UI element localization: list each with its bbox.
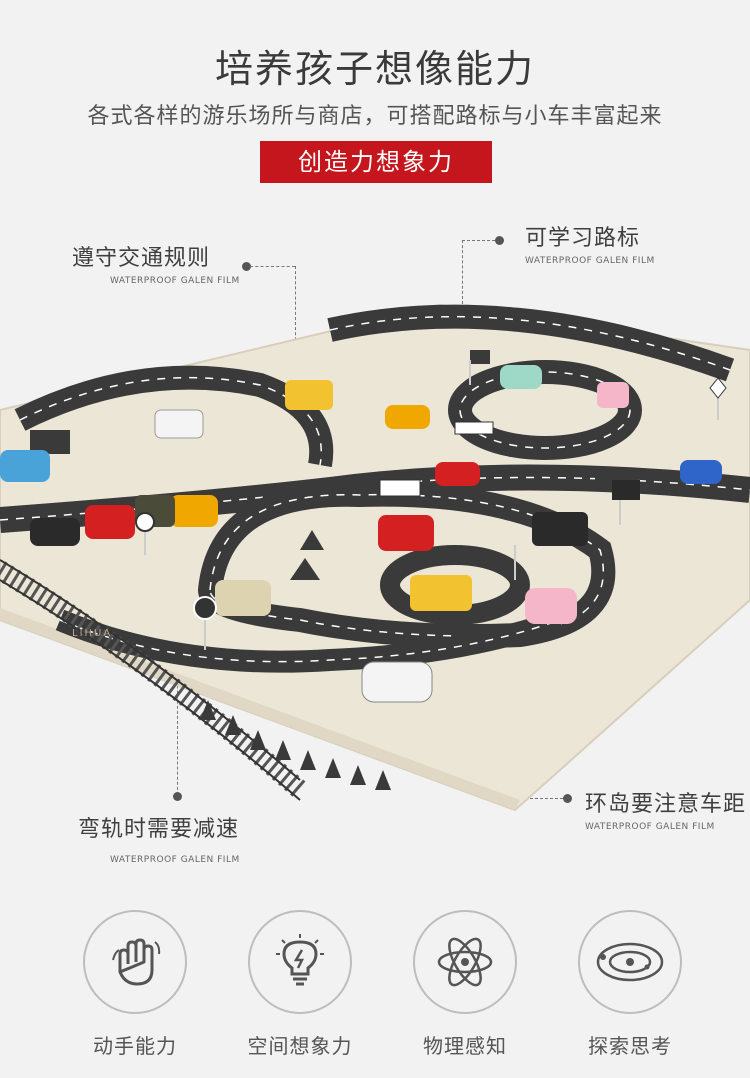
callout-label: 环岛要注意车距	[585, 792, 747, 817]
feature-item: 物理感知	[405, 910, 525, 1059]
feature-row: 动手能力 空间想象力 物理感知	[0, 910, 750, 1070]
callout-sub: WATERPROOF GALEN FILM	[525, 256, 655, 266]
callout-label: 遵守交通规则	[72, 246, 211, 271]
feature-circle	[83, 910, 187, 1014]
feature-item: 动手能力	[75, 910, 195, 1059]
callout-line	[462, 240, 495, 241]
feature-label: 动手能力	[93, 1034, 177, 1058]
callout-dot	[173, 792, 182, 801]
callout-label: 弯轨时需要减速	[78, 817, 240, 842]
callout-dot	[495, 236, 504, 245]
callout-line	[505, 798, 563, 799]
callout-slow-curve: 弯轨时需要减速 WATERPROOF GALEN FILM	[78, 811, 240, 865]
red-banner: 创造力想象力	[260, 141, 492, 183]
feature-item: 探索思考	[570, 910, 690, 1059]
play-mat-image	[0, 290, 750, 850]
hand-icon	[112, 938, 161, 986]
page-subtitle: 各式各样的游乐场所与商店，可搭配路标与小车丰富起来	[87, 104, 663, 129]
feature-label: 空间想象力	[247, 1034, 353, 1058]
page-title: 培养孩子想像能力	[214, 47, 535, 91]
feature-label: 物理感知	[423, 1034, 507, 1058]
callout-dot	[242, 262, 251, 271]
callout-label: 可学习路标	[525, 226, 641, 251]
lightbulb-icon	[276, 934, 324, 986]
orbit-icon	[596, 942, 664, 982]
callout-sub: WATERPROOF GALEN FILM	[110, 855, 240, 865]
feature-label: 探索思考	[588, 1034, 672, 1058]
feature-circle	[578, 910, 682, 1014]
callout-line	[462, 240, 463, 360]
callout-dot	[563, 794, 572, 803]
callout-sub: WATERPROOF GALEN FILM	[110, 276, 240, 286]
feature-item: 空间想象力	[240, 910, 360, 1059]
atom-icon	[437, 937, 493, 987]
callout-roundabout: 环岛要注意车距 WATERPROOF GALEN FILM	[585, 786, 746, 832]
feature-circle	[413, 910, 517, 1014]
feature-circle	[248, 910, 352, 1014]
callout-road-signs: 可学习路标 WATERPROOF GALEN FILM	[525, 220, 655, 266]
callout-line	[177, 650, 178, 800]
callout-traffic-rules: 遵守交通规则 WATERPROOF GALEN FILM	[72, 240, 240, 286]
watermark: LIHUA	[72, 628, 113, 639]
callout-line	[295, 266, 296, 376]
callout-sub: WATERPROOF GALEN FILM	[585, 822, 715, 832]
callout-line	[250, 266, 295, 267]
